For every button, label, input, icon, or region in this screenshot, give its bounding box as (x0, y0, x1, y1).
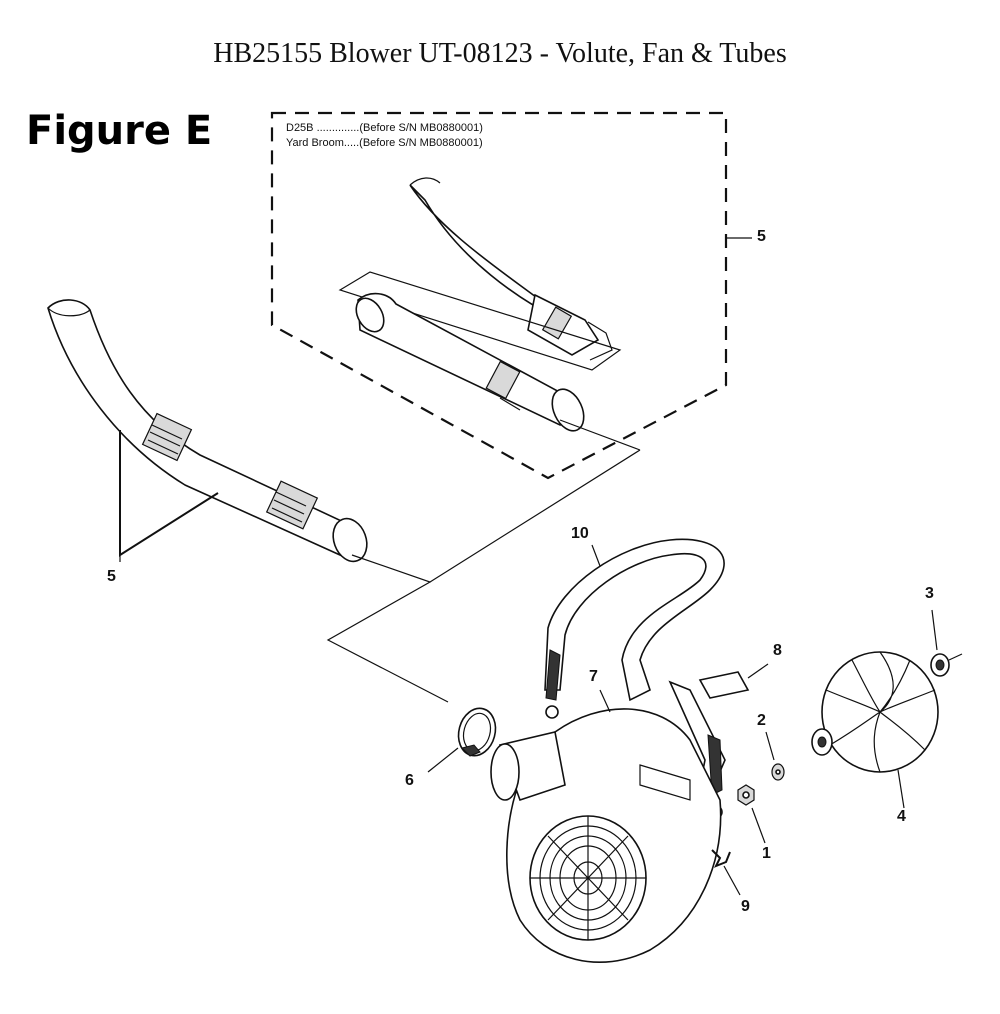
shoulder-strap (544, 538, 726, 819)
leader-6 (427, 747, 459, 773)
fan-impeller (811, 651, 939, 773)
inset-tube-lower (355, 292, 585, 432)
leader-7 (599, 689, 611, 713)
figure-label: Figure E (26, 108, 213, 154)
nut (737, 784, 755, 806)
leader-4 (897, 769, 905, 809)
inset-dashed-boundary (270, 111, 728, 480)
inset-tube-upper (409, 177, 613, 361)
leader-2 (765, 731, 775, 761)
washer (771, 763, 785, 781)
callout-10: 10 (571, 525, 589, 542)
inset-note-yard-broom: Yard Broom.....(Before S/N MB0880001) (286, 137, 483, 149)
decal (698, 671, 750, 699)
leader-9 (723, 865, 741, 896)
inset-connector-line (559, 419, 641, 451)
inset-note-d25b: D25B ..............(Before S/N MB0880001… (286, 122, 483, 134)
tube-corrugation-lower (265, 480, 319, 530)
callout-5-main: 5 (107, 568, 116, 585)
callout-2: 2 (757, 712, 766, 729)
callout-4: 4 (897, 808, 906, 825)
fan-nut (930, 653, 963, 677)
hose-clamp (457, 707, 497, 757)
leader-10 (591, 544, 601, 567)
diagram-title: HB25155 Blower UT-08123 - Volute, Fan & … (213, 38, 787, 69)
callout-3: 3 (925, 585, 934, 602)
tube-to-volute-connector (326, 554, 449, 703)
callout-5-inset: 5 (757, 228, 766, 245)
callout-9: 9 (741, 898, 750, 915)
leader-3 (931, 609, 938, 651)
callout-1: 1 (762, 845, 771, 862)
tube-corrugation-upper (141, 412, 193, 462)
callout-7: 7 (589, 668, 598, 685)
main-tube (47, 299, 368, 563)
callout-8: 8 (773, 642, 782, 659)
inset-to-main-connector (429, 449, 641, 583)
inset-plate (338, 271, 622, 371)
retaining-clip (711, 849, 731, 868)
callout-6: 6 (405, 772, 414, 789)
leader-1 (751, 807, 766, 844)
leader-8 (747, 663, 769, 679)
volute-housing (490, 708, 722, 963)
